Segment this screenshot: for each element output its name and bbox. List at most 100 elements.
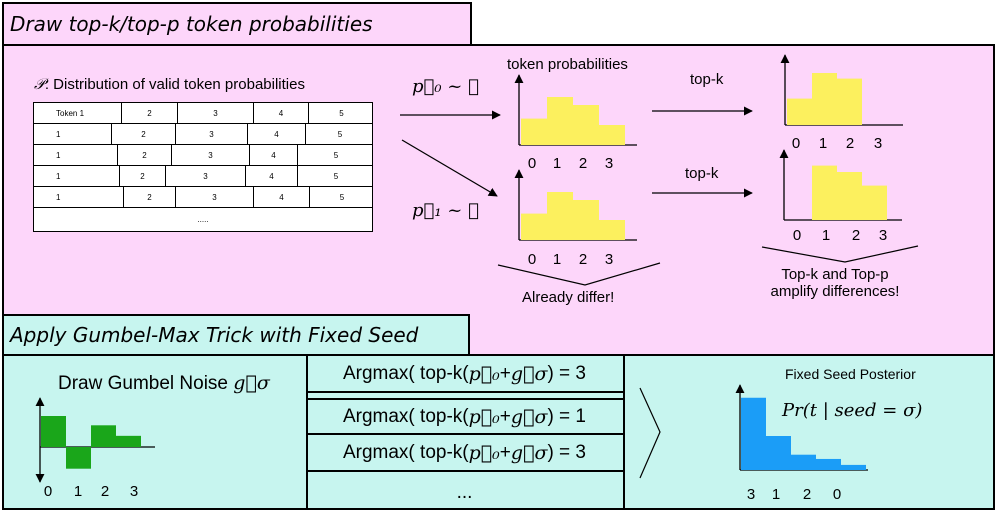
argmax-prefix: Argmax( top-k( [342, 405, 469, 427]
gumbel-tick-label: 3 [130, 483, 138, 500]
table-row: 1 2 3 4 5 [34, 145, 372, 166]
argmax-row: Argmax( top-k(p⃗₀ + g⃗σ) = 3 [306, 356, 623, 393]
table-cell: 3 [176, 187, 254, 207]
posterior-tick-label: 3 [747, 486, 755, 503]
table-cell: Token 1 [34, 103, 122, 123]
table-row: 1 2 3 4 5 [34, 124, 372, 145]
table-cell: 1 [34, 187, 124, 207]
gumbel-bar [66, 447, 91, 469]
p1-tick-label: 3 [605, 251, 613, 268]
token-probabilities-label: token probabilities [507, 56, 628, 73]
argmax-suffix: ) = 3 [547, 441, 587, 463]
argmax-plus: + [499, 405, 511, 427]
p1-tick-label: 0 [528, 251, 536, 268]
distribution-symbol: 𝒫 [34, 75, 45, 93]
argmax-plus: + [499, 441, 511, 463]
table-row: 1 2 3 4 5 [34, 187, 372, 208]
argmax-g: g⃗σ [510, 405, 548, 428]
table-cell: 2 [124, 187, 176, 207]
table-cell: 5 [339, 192, 345, 202]
table-cell: 4 [254, 187, 310, 207]
table-cell: 2 [122, 103, 178, 123]
argmax-p: p⃗₀ [468, 362, 500, 385]
table-cell: 3 [178, 103, 254, 123]
argmax-ellipsis: ... [456, 482, 473, 503]
p1-bar [573, 200, 599, 240]
gumbel-noise-symbol: g⃗σ [233, 372, 270, 394]
gumbel-bar [91, 425, 116, 447]
table-cell: 1 [34, 124, 112, 144]
p0-tick-label: 1 [553, 155, 561, 172]
table-cell: 2 [112, 124, 176, 144]
p1-bar [547, 192, 573, 240]
argmax-panel [306, 354, 625, 510]
gumbel-bar [41, 416, 66, 447]
argmax-row: Argmax( top-k(p⃗₀ + g⃗σ) = 3 [306, 435, 623, 472]
table-cell: 5 [339, 108, 344, 118]
posterior-title: Fixed Seed Posterior [785, 366, 916, 382]
gumbel-tick-label: 2 [101, 483, 109, 500]
amplify-brace [761, 245, 919, 263]
p1-topk-bar [862, 185, 887, 220]
p0-topk-bar [787, 98, 812, 125]
gumbel-tick-label: 0 [44, 483, 52, 500]
table-cell: 2 [118, 145, 172, 165]
already-differ-label: Already differ! [522, 289, 615, 306]
argmax-p: p⃗₀ [468, 441, 500, 464]
table-cell: 2 [120, 166, 166, 186]
amplify-line-1: Top-k and Top-p [781, 266, 889, 283]
argmax-g: g⃗σ [510, 362, 548, 385]
posterior-bar [791, 454, 816, 470]
table-cell: 1 [34, 145, 118, 165]
table-cell: 4 [254, 103, 309, 123]
argmax-p: p⃗₀ [468, 405, 500, 428]
argmax-suffix: ) = 3 [547, 362, 587, 384]
p0-sample-label: p⃗₀ ~ 𝒫 [412, 76, 479, 97]
amplify-line-2: amplify differences! [770, 283, 900, 300]
arrow-to-p1 [401, 139, 498, 197]
argmax-row: Argmax( top-k(p⃗₀ + g⃗σ) = 1 [306, 398, 623, 435]
p1-topk-bar [837, 172, 862, 220]
topk-lower-label: top-k [685, 165, 719, 182]
gumbel-tick-label: 1 [74, 483, 82, 500]
p1-topk-tick-label: 0 [793, 227, 801, 244]
table-cell: 5 [333, 171, 339, 181]
p0-bar [547, 97, 573, 145]
argmax-suffix: ) = 1 [547, 405, 587, 427]
p0-bar [573, 105, 599, 145]
posterior-bar [766, 436, 791, 470]
bottom-section-title: Apply Gumbel-Max Trick with Fixed Seed [2, 314, 470, 356]
p0-topk-bar [837, 78, 862, 125]
posterior-bar [741, 397, 766, 470]
p0-topk-tick-label: 1 [819, 135, 827, 152]
p1-bar [521, 213, 547, 240]
argmax-g: g⃗σ [510, 441, 548, 464]
table-row: 1 2 3 4 5 [34, 166, 372, 187]
p0-topk-tick-label: 3 [874, 135, 882, 152]
posterior-formula: Pr(t | seed = σ) [782, 400, 923, 421]
p0-topk-bar [812, 73, 837, 125]
token-table-header: Token 1 2 3 4 5 [34, 103, 372, 124]
p1-tick-label: 2 [579, 251, 587, 268]
posterior-tick-label: 1 [772, 486, 780, 503]
p1-topk-bar [812, 165, 837, 220]
table-cell: 5 [333, 150, 339, 160]
p0-topk-tick-label: 0 [792, 135, 800, 152]
gumbel-noise-label: Draw Gumbel Noise g⃗σ [58, 372, 270, 395]
argmax-prefix: Argmax( top-k( [342, 441, 469, 463]
p0-tick-label: 3 [605, 155, 613, 172]
p0-tick-label: 2 [579, 155, 587, 172]
top-section-title: Draw top-k/top-p token probabilities [2, 2, 472, 46]
p0-tick-label: 0 [528, 155, 536, 172]
posterior-panel [623, 354, 995, 510]
p1-tick-label: 1 [553, 251, 561, 268]
chevron-icon [639, 387, 661, 479]
amplify-label: Top-k and Top-p amplify differences! [765, 266, 905, 300]
posterior-bar [816, 458, 841, 470]
p1-topk-tick-label: 1 [822, 227, 830, 244]
p0-bar [599, 125, 625, 145]
argmax-plus: + [499, 362, 511, 384]
gumbel-bar [116, 435, 141, 447]
p0-bar [521, 118, 547, 145]
